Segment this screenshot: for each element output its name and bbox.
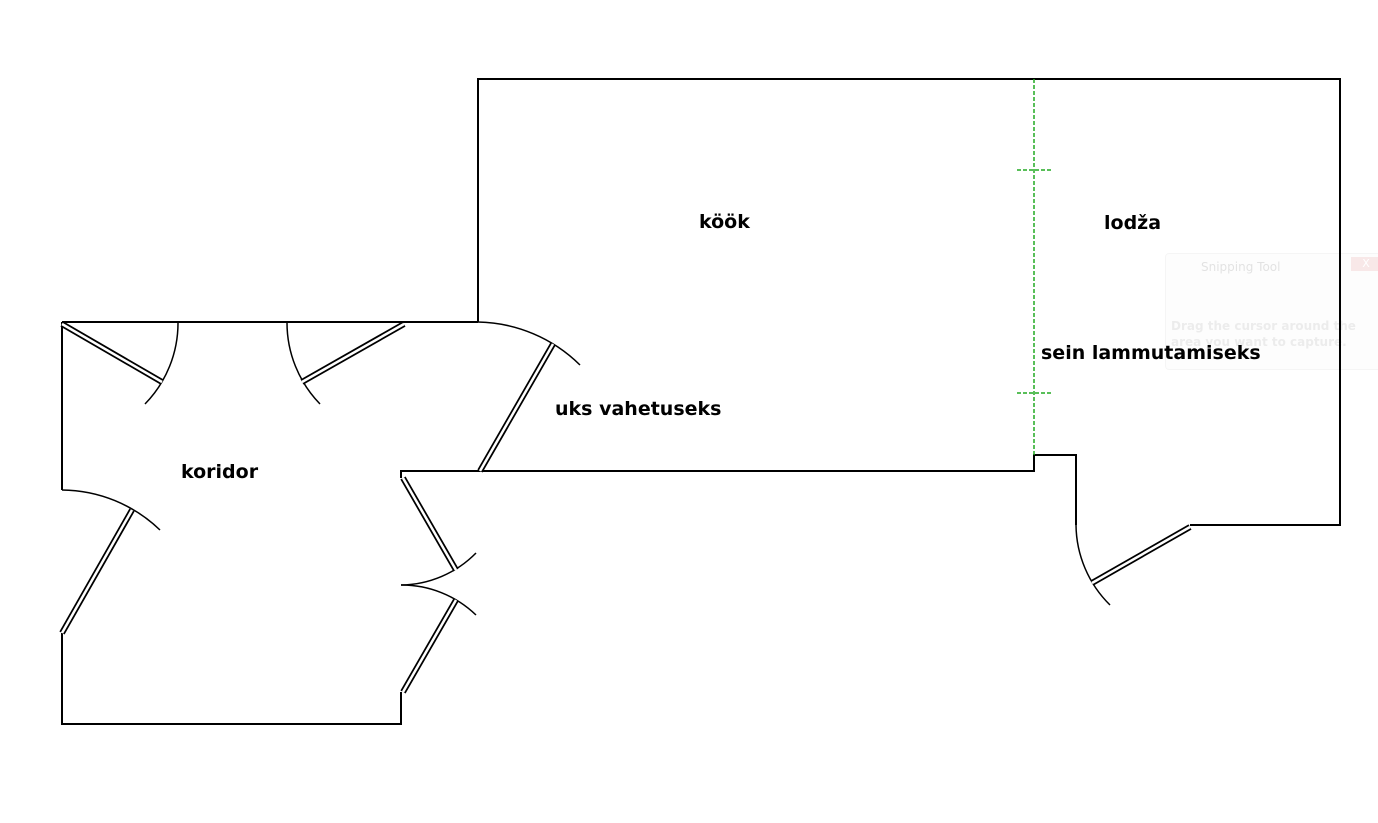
demolition-wall-line [1017, 79, 1052, 455]
door-leaf [400, 476, 459, 572]
corridor-bottom-wall [61, 633, 402, 725]
door-leaves [59, 321, 1192, 694]
room-label-loggia: lodža [1104, 212, 1162, 234]
door-leaf [59, 508, 135, 635]
door-arcs [61, 321, 1111, 616]
snipping-tool-title: Snipping Tool [1201, 260, 1281, 274]
close-button[interactable]: X [1351, 257, 1378, 271]
kitchen-wall [477, 78, 1341, 526]
door-leaf [60, 321, 164, 385]
room-label-kitchen: köök [699, 211, 750, 233]
wall-demolition-label: sein lammutamiseks [1041, 342, 1261, 364]
door-leaf [1090, 524, 1192, 586]
room-label-corridor: koridor [181, 461, 259, 483]
door-leaf [400, 598, 459, 694]
snipping-tool-ghost-window: Snipping Tool X Drag the cursor around t… [1165, 253, 1378, 370]
walls [61, 78, 1341, 725]
door-replacement-label: uks vahetuseks [555, 398, 722, 420]
door-leaf [300, 321, 406, 385]
kitchen-lower-wall [400, 454, 1077, 525]
snipping-tool-message: Drag the cursor around the area you want… [1171, 319, 1356, 349]
door-leaf-to-replace [477, 342, 556, 473]
